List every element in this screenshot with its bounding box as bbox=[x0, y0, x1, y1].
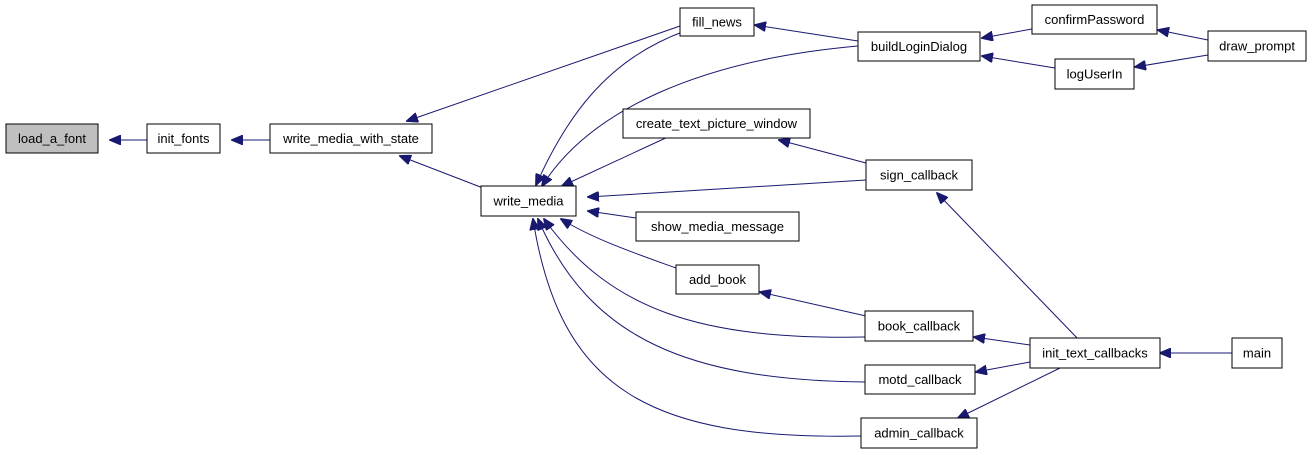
edge-draw_prompt-to-logUserIn bbox=[1135, 54, 1209, 67]
node-label-confirmPassword: confirmPassword bbox=[1045, 12, 1145, 27]
edge-book_callback-to-add_book bbox=[760, 292, 867, 317]
node-write_media[interactable]: write_media bbox=[480, 185, 577, 217]
node-label-admin_callback: admin_callback bbox=[874, 426, 964, 441]
edge-sign_callback-to-write_media bbox=[588, 179, 867, 197]
node-init_text_callbacks[interactable]: init_text_callbacks bbox=[1029, 337, 1161, 369]
node-main[interactable]: main bbox=[1231, 337, 1283, 369]
node-admin_callback[interactable]: admin_callback bbox=[860, 417, 978, 449]
edge-add_book-to-write_media bbox=[561, 219, 677, 269]
edge-layer bbox=[110, 25, 1232, 437]
edge-motd_callback-to-write_media bbox=[538, 219, 866, 383]
edge-write_media-to-write_media_with_state bbox=[400, 156, 484, 189]
node-label-create_text_picture_window: create_text_picture_window bbox=[636, 116, 798, 131]
node-add_book[interactable]: add_book bbox=[675, 264, 760, 295]
edge-confirmPassword-to-buildLoginDialog bbox=[982, 28, 1033, 38]
edge-buildLoginDialog-to-fill_news bbox=[755, 25, 859, 42]
node-label-book_callback: book_callback bbox=[878, 319, 961, 334]
edge-buildLoginDialog-to-write_media bbox=[542, 45, 859, 186]
node-fill_news[interactable]: fill_news bbox=[679, 7, 755, 37]
node-buildLoginDialog[interactable]: buildLoginDialog bbox=[857, 31, 981, 62]
edge-init_text_callbacks-to-book_callback bbox=[974, 337, 1031, 346]
node-motd_callback[interactable]: motd_callback bbox=[864, 364, 976, 395]
node-init_fonts[interactable]: init_fonts bbox=[146, 123, 221, 154]
node-label-init_fonts: init_fonts bbox=[157, 131, 210, 146]
node-layer: load_a_font init_fonts write_media_with_… bbox=[5, 4, 1307, 449]
node-label-load_a_font: load_a_font bbox=[18, 131, 86, 146]
node-label-init_text_callbacks: init_text_callbacks bbox=[1042, 346, 1148, 361]
edge-init_text_callbacks-to-motd_callback bbox=[976, 361, 1031, 372]
node-create_text_picture_window[interactable]: create_text_picture_window bbox=[622, 108, 811, 139]
node-label-main: main bbox=[1243, 346, 1271, 361]
node-label-draw_prompt: draw_prompt bbox=[1219, 39, 1295, 54]
edge-admin_callback-to-write_media bbox=[533, 219, 862, 437]
edge-init_text_callbacks-to-admin_callback bbox=[958, 367, 1061, 418]
edge-create_text_picture_window-to-write_media bbox=[562, 135, 671, 186]
node-book_callback[interactable]: book_callback bbox=[864, 310, 974, 342]
edge-show_media_message-to-write_media bbox=[588, 211, 637, 219]
node-label-logUserIn: logUserIn bbox=[1067, 67, 1123, 82]
edge-book_callback-to-write_media bbox=[544, 219, 866, 338]
edge-fill_news-to-write_media_with_state bbox=[407, 25, 681, 121]
node-label-write_media_with_state: write_media_with_state bbox=[282, 131, 419, 146]
node-label-write_media: write_media bbox=[492, 194, 564, 209]
node-load_a_font[interactable]: load_a_font bbox=[5, 123, 99, 154]
node-draw_prompt[interactable]: draw_prompt bbox=[1207, 30, 1307, 62]
node-logUserIn[interactable]: logUserIn bbox=[1054, 58, 1135, 90]
node-show_media_message[interactable]: show_media_message bbox=[635, 211, 800, 242]
node-write_media_with_state[interactable]: write_media_with_state bbox=[269, 123, 433, 154]
edge-draw_prompt-to-confirmPassword bbox=[1158, 30, 1209, 41]
node-label-motd_callback: motd_callback bbox=[878, 372, 962, 387]
node-label-add_book: add_book bbox=[689, 272, 747, 287]
node-label-sign_callback: sign_callback bbox=[880, 168, 959, 183]
edge-init_text_callbacks-to-sign_callback bbox=[937, 193, 1081, 342]
node-label-buildLoginDialog: buildLoginDialog bbox=[871, 39, 967, 54]
node-label-show_media_message: show_media_message bbox=[651, 219, 784, 234]
node-sign_callback[interactable]: sign_callback bbox=[865, 159, 973, 191]
node-label-fill_news: fill_news bbox=[692, 15, 742, 30]
edge-sign_callback-to-create_text_picture_window bbox=[779, 140, 867, 164]
edge-fill_news-to-write_media bbox=[536, 30, 686, 185]
edge-logUserIn-to-buildLoginDialog bbox=[982, 56, 1056, 69]
node-confirmPassword[interactable]: confirmPassword bbox=[1031, 4, 1158, 35]
